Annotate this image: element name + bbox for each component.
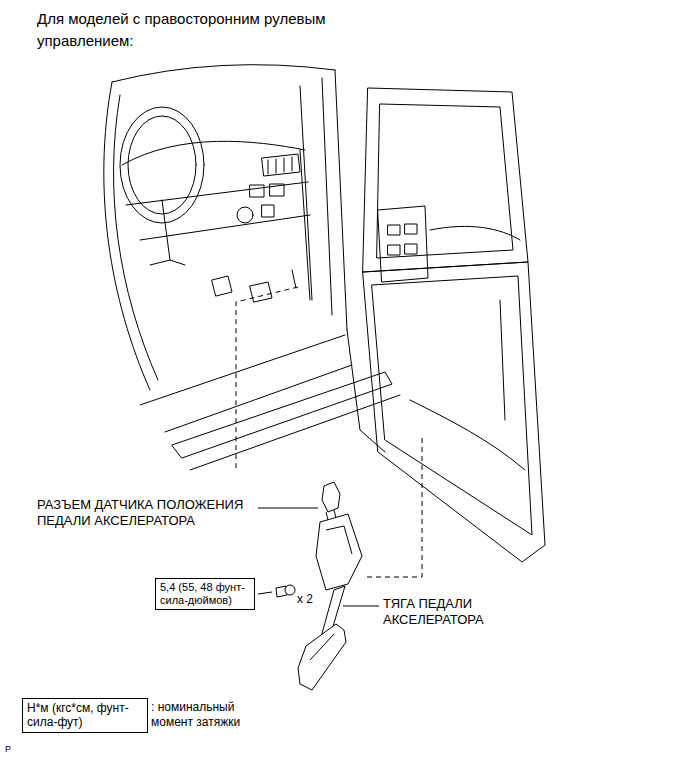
torque-box: 5,4 (55, 48 фунт-сила-дюймов)	[155, 578, 255, 610]
legend-note: : номинальный момент затяжки	[151, 700, 263, 730]
part-label: РАЗЪЕМ ДАТЧИКА ПОЛОЖЕНИЯ ПЕДАЛИ АКСЕЛЕРА…	[37, 497, 255, 530]
box-text: Н*м (кгс*см, фунт-сила-фут)	[27, 701, 143, 730]
figure-code: P	[5, 744, 25, 755]
box-text: 5,4 (55, 48 фунт-сила-дюймов)	[160, 581, 250, 607]
part-label: ТЯГА ПЕДАЛИ АКСЕЛЕРАТОРА	[383, 596, 511, 629]
page-title: Для моделей с правосторонним рулевым упр…	[37, 8, 357, 52]
quantity-label: x 2	[297, 592, 327, 607]
legend-box: Н*м (кгс*см, фунт-сила-фут)	[22, 698, 148, 733]
